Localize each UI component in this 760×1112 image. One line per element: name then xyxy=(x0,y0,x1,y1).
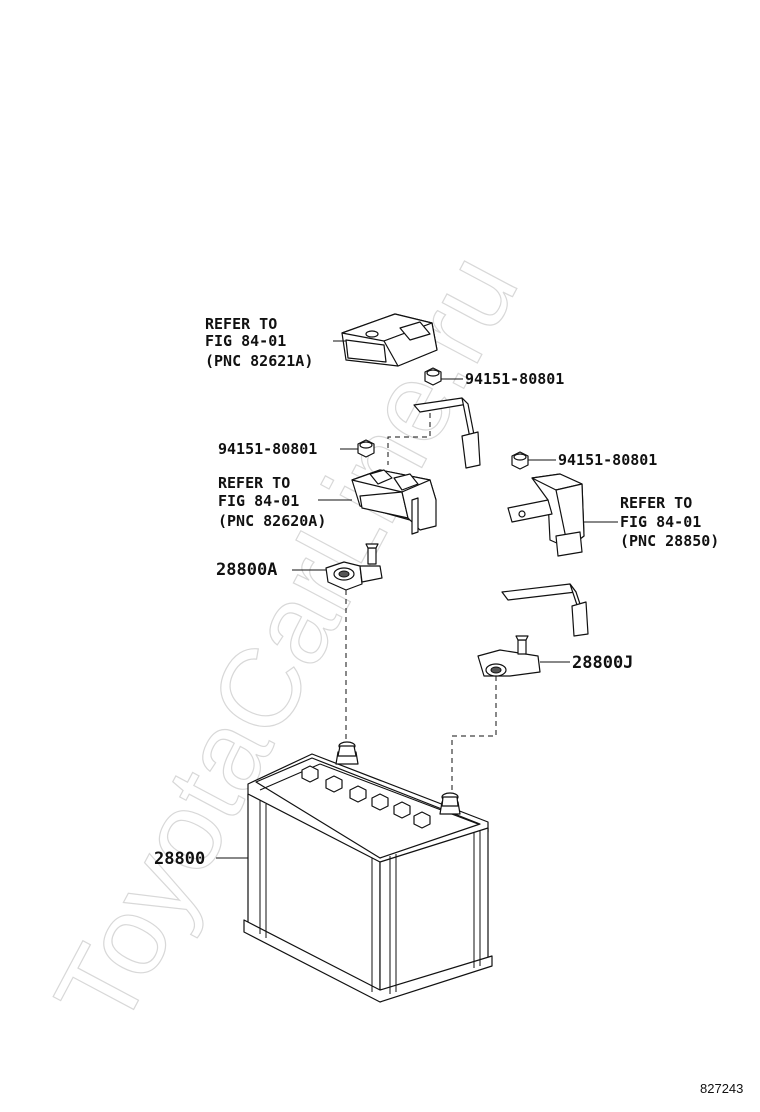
battery-part xyxy=(243,741,493,1003)
bracket-upper xyxy=(413,397,481,469)
refer-right-line3: (PNC 28850) xyxy=(620,532,719,550)
nut-right xyxy=(511,451,529,470)
nut-top xyxy=(424,367,442,386)
fuse-block-mid-part xyxy=(351,469,437,535)
battery-label: 28800 xyxy=(154,849,205,869)
terminal-28800j-part xyxy=(477,635,541,677)
refer-mid-line2: FIG 84-01 xyxy=(218,492,299,510)
nut-right-label: 94151-80801 xyxy=(558,451,657,469)
nut-left xyxy=(357,439,375,458)
figure-number: 827243 xyxy=(700,1081,743,1096)
terminal-28800j-label: 28800J xyxy=(572,653,633,673)
refer-top-line1: REFER TO xyxy=(205,315,277,333)
nut-left-label: 94151-80801 xyxy=(218,440,317,458)
refer-top-line2: FIG 84-01 xyxy=(205,332,286,350)
relay-right-part xyxy=(507,473,585,557)
terminal-28800a-part xyxy=(325,543,383,591)
refer-right-line2: FIG 84-01 xyxy=(620,513,701,531)
bracket-lower xyxy=(501,583,589,637)
refer-top-line3: (PNC 82621A) xyxy=(205,352,313,370)
nut-top-label: 94151-80801 xyxy=(465,370,564,388)
refer-mid-line3: (PNC 82620A) xyxy=(218,512,326,530)
refer-mid-line1: REFER TO xyxy=(218,474,290,492)
relay-block-top-part xyxy=(341,313,438,367)
terminal-28800a-label: 28800A xyxy=(216,560,277,580)
refer-right-line1: REFER TO xyxy=(620,494,692,512)
